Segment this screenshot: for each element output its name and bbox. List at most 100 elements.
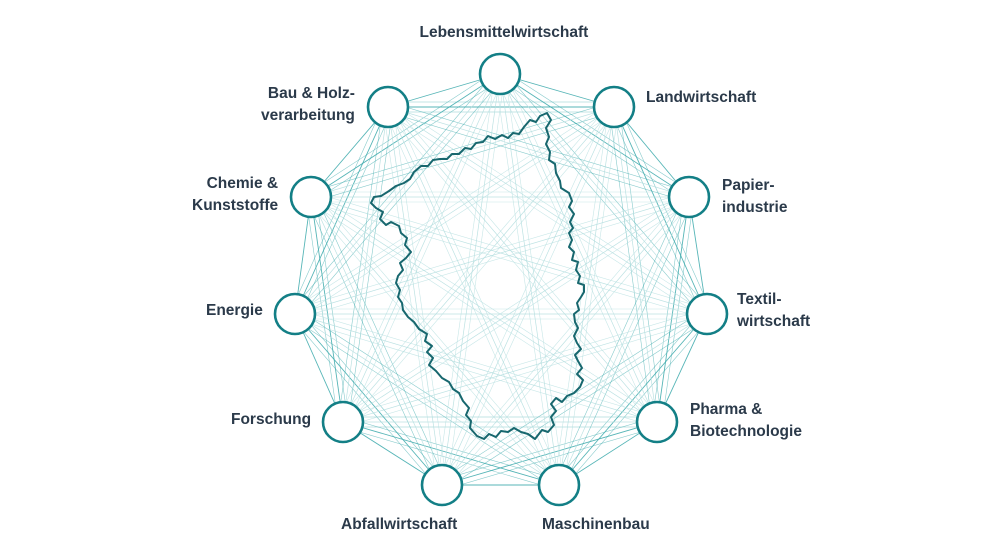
link-strand (341, 426, 558, 491)
link-strand (383, 110, 654, 426)
label-papier: Papier-industrie (722, 175, 787, 219)
link-abfall-bau (387, 106, 443, 486)
link-papier-abfall (441, 196, 690, 486)
label-landwirtschaft: Landwirtschaft (646, 87, 756, 109)
label-line: wirtschaft (737, 313, 811, 330)
label-line: Biotechnologie (690, 423, 802, 440)
node-energie (273, 292, 317, 336)
node-maschinenbau (537, 463, 581, 507)
link-strand (308, 69, 498, 194)
node-forschung (321, 400, 365, 444)
link-strand (338, 103, 611, 419)
link-strand (290, 104, 384, 313)
link-strand (391, 103, 662, 419)
link-lebensmittel-textil (499, 73, 708, 315)
link-strand (383, 108, 555, 488)
link-textil-abfall (441, 313, 708, 486)
node-lebensmittel (478, 52, 522, 96)
link-strand (618, 104, 712, 313)
link-papier-forschung (342, 196, 690, 423)
link-pharma-bau (387, 106, 658, 423)
link-papier-maschinenbau (558, 196, 690, 486)
link-strand (392, 104, 564, 484)
link-pharma-chemie (310, 196, 658, 423)
label-line: industrie (722, 199, 788, 216)
label-maschinenbau: Maschinenbau (542, 514, 650, 536)
link-energie-bau (294, 106, 389, 315)
link-lebensmittel-pharma (499, 73, 658, 423)
node-pharma (635, 400, 679, 444)
node-abfall (420, 463, 464, 507)
link-strand (504, 71, 662, 421)
link-strand (385, 110, 705, 319)
label-lebensmittel: Lebensmittelwirtschaft (420, 22, 589, 44)
link-strand (290, 317, 439, 489)
node-bau (366, 85, 410, 129)
link-lebensmittel-maschinenbau (499, 73, 560, 486)
label-line: Lebensmittelwirtschaft (419, 24, 589, 41)
label-line: Kunststoffe (192, 197, 279, 214)
link-strand (290, 70, 497, 311)
link-strand (298, 310, 447, 482)
link-strand (437, 104, 610, 484)
label-chemie: Chemie & Kunststoffe (192, 173, 278, 217)
label-textil: Textil-wirtschaft (737, 289, 810, 333)
link-strand (554, 310, 704, 482)
link-lebensmittel-abfall (441, 73, 501, 486)
link-strand (389, 101, 691, 193)
link-strand (494, 74, 555, 486)
link-abfall-chemie (310, 196, 443, 486)
link-strand (443, 426, 659, 491)
link-lebensmittel-energie (294, 73, 501, 315)
label-line: Forschung (231, 411, 312, 428)
link-strand (296, 308, 659, 418)
link-strand (497, 77, 687, 202)
label-abfall: Abfallwirtschaft (341, 514, 457, 536)
node-textil (685, 292, 729, 336)
label-line: Papier- (722, 177, 775, 194)
link-strand (309, 101, 613, 193)
link-landwirtschaft-chemie (310, 106, 615, 198)
label-line: Energie (206, 302, 263, 319)
label-line: Maschinenbau (542, 516, 650, 533)
link-strand (382, 107, 438, 486)
link-strand (390, 102, 710, 311)
link-strand (446, 74, 506, 486)
label-line: Chemie & (206, 175, 279, 192)
link-strand (309, 201, 706, 320)
link-strand (296, 201, 691, 320)
node-landwirtschaft (592, 85, 636, 129)
label-energie: Energie (206, 300, 263, 322)
link-strand (313, 192, 660, 419)
link-strand (338, 71, 496, 421)
link-pharma-energie (294, 313, 658, 423)
state-outline-map-icon (370, 112, 585, 440)
link-textil-maschinenbau (558, 313, 708, 486)
label-line: Bau & Holz- (267, 85, 355, 102)
link-strand (563, 198, 694, 488)
label-line: Textil- (737, 291, 782, 308)
link-strand (306, 198, 438, 488)
label-line: Abfallwirtschaft (341, 516, 458, 533)
link-strand (503, 70, 712, 311)
link-strand (446, 108, 619, 488)
link-strand (293, 191, 688, 310)
link-textil-forschung (342, 313, 708, 423)
link-maschinenbau-energie (294, 313, 560, 486)
label-line: Pharma & (690, 401, 763, 418)
link-lebensmittel-forschung (342, 73, 501, 423)
link-landwirtschaft-pharma (613, 106, 658, 423)
link-strand (292, 317, 557, 490)
label-forschung: Forschung (231, 409, 311, 431)
link-strand (661, 197, 695, 423)
link-textil-chemie (310, 196, 708, 315)
link-strand (315, 194, 447, 484)
link-strand (314, 193, 564, 482)
label-bau: Bau & Holz-verarbeitung (261, 83, 355, 127)
link-strand (292, 102, 612, 311)
link-strand (346, 110, 619, 426)
link-strand (293, 318, 656, 428)
link-papier-bau (387, 106, 690, 198)
link-papier-pharma (656, 196, 690, 423)
